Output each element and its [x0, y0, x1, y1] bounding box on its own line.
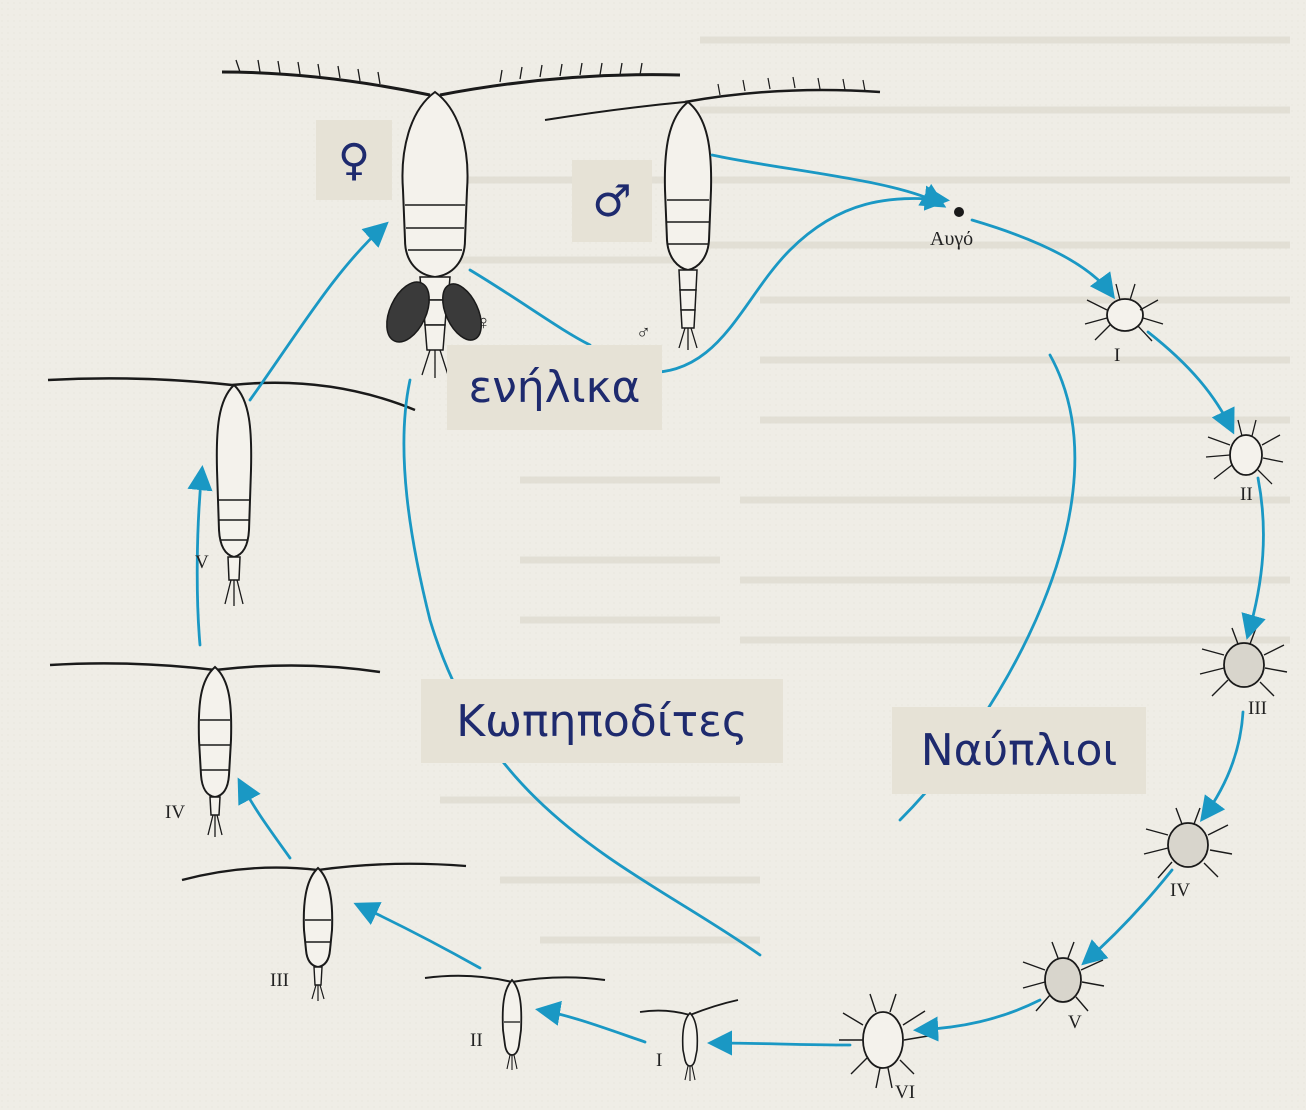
copepodites-label: Κωπηποδίτες	[456, 696, 747, 747]
egg-dot	[954, 207, 964, 217]
nauplius-stage-label: I	[1114, 345, 1120, 367]
adults-label-box: ενήλικα	[447, 345, 662, 430]
nauplius-stage-label: II	[1240, 484, 1253, 506]
adults-label: ενήλικα	[468, 362, 640, 413]
male-symbol: ♂	[592, 176, 631, 227]
copepodite-stage-label: IV	[165, 802, 185, 824]
copepodites-label-box: Κωπηποδίτες	[421, 679, 783, 763]
copepodite-stage-label: III	[270, 970, 289, 992]
egg-label: Αυγό	[930, 228, 973, 251]
nauplii-label-box: Ναύπλιοι	[892, 707, 1146, 794]
copepodite-stage-label: II	[470, 1030, 483, 1052]
copepodite-stage-label: V	[195, 552, 209, 574]
female-symbol: ♀	[338, 135, 370, 186]
nauplius-stage-label: III	[1248, 698, 1267, 720]
male-symbol-box: ♂	[572, 160, 652, 242]
male-small-symbol: ♂	[636, 322, 651, 345]
copepodite-stage-label: I	[656, 1050, 662, 1072]
nauplius-stage-label: IV	[1170, 880, 1190, 902]
nauplius-stage-label: V	[1068, 1012, 1082, 1034]
female-symbol-box: ♀	[316, 120, 392, 200]
nauplii-label: Ναύπλιοι	[921, 725, 1118, 776]
female-small-symbol: ♀	[476, 312, 491, 335]
nauplius-stage-label: VI	[895, 1082, 915, 1104]
